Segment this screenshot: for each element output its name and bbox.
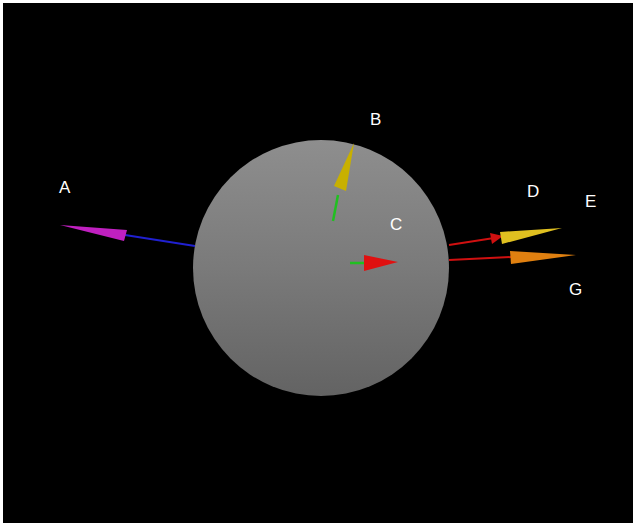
vector-shaft: [333, 195, 338, 221]
arrow-cone: [60, 225, 127, 241]
arrow-cone: [500, 228, 562, 244]
arrow-cone: [510, 251, 576, 264]
point-label: A: [59, 178, 70, 198]
arrow-cone: [364, 255, 398, 271]
point-label: D: [527, 182, 539, 202]
point-label: E: [585, 192, 596, 212]
background: [3, 3, 633, 523]
point-label: C: [390, 215, 402, 235]
vector-shaft: [125, 235, 195, 246]
vector-shaft: [350, 262, 366, 265]
vector-shaft: [449, 238, 494, 245]
arrow-cone: [334, 143, 354, 191]
point-label: B: [370, 110, 381, 130]
point-label: G: [569, 280, 582, 300]
vector-shaft: [449, 257, 512, 260]
sphere: [193, 140, 449, 396]
